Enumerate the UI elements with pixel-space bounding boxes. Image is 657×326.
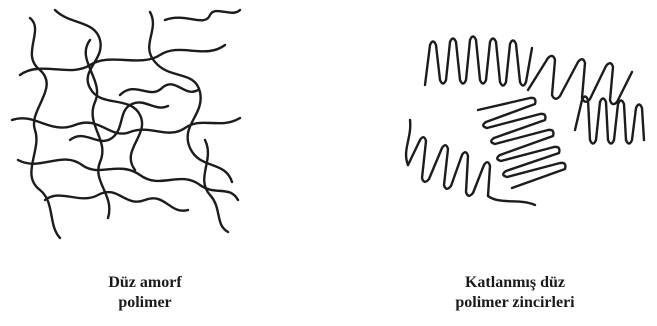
amorphous-chain xyxy=(20,45,225,75)
folded-chain xyxy=(478,98,565,188)
amorphous-chain xyxy=(45,192,188,211)
folded-chain xyxy=(406,120,410,165)
folded-chain xyxy=(425,37,532,86)
amorphous-chain xyxy=(149,12,232,182)
caption-line: Katlanmış düz xyxy=(390,273,640,293)
amorphous-chain xyxy=(204,140,228,232)
amorphous-polymer-drawing xyxy=(12,10,240,238)
amorphous-chain xyxy=(165,10,240,20)
caption-line: polimer zincirleri xyxy=(390,293,640,313)
folded-polymer-drawing xyxy=(406,37,644,206)
amorphous-chain xyxy=(120,84,198,95)
amorphous-polymer-caption: Düz amorf polimer xyxy=(20,273,270,313)
folded-polymer-caption: Katlanmış düz polimer zincirleri xyxy=(390,273,640,313)
folded-chain xyxy=(488,196,535,205)
caption-line: Düz amorf xyxy=(20,273,270,293)
amorphous-chain xyxy=(12,118,240,134)
folded-chain xyxy=(528,56,632,104)
caption-line: polimer xyxy=(20,293,270,313)
folded-chain xyxy=(575,97,644,144)
folded-chain xyxy=(408,137,490,196)
